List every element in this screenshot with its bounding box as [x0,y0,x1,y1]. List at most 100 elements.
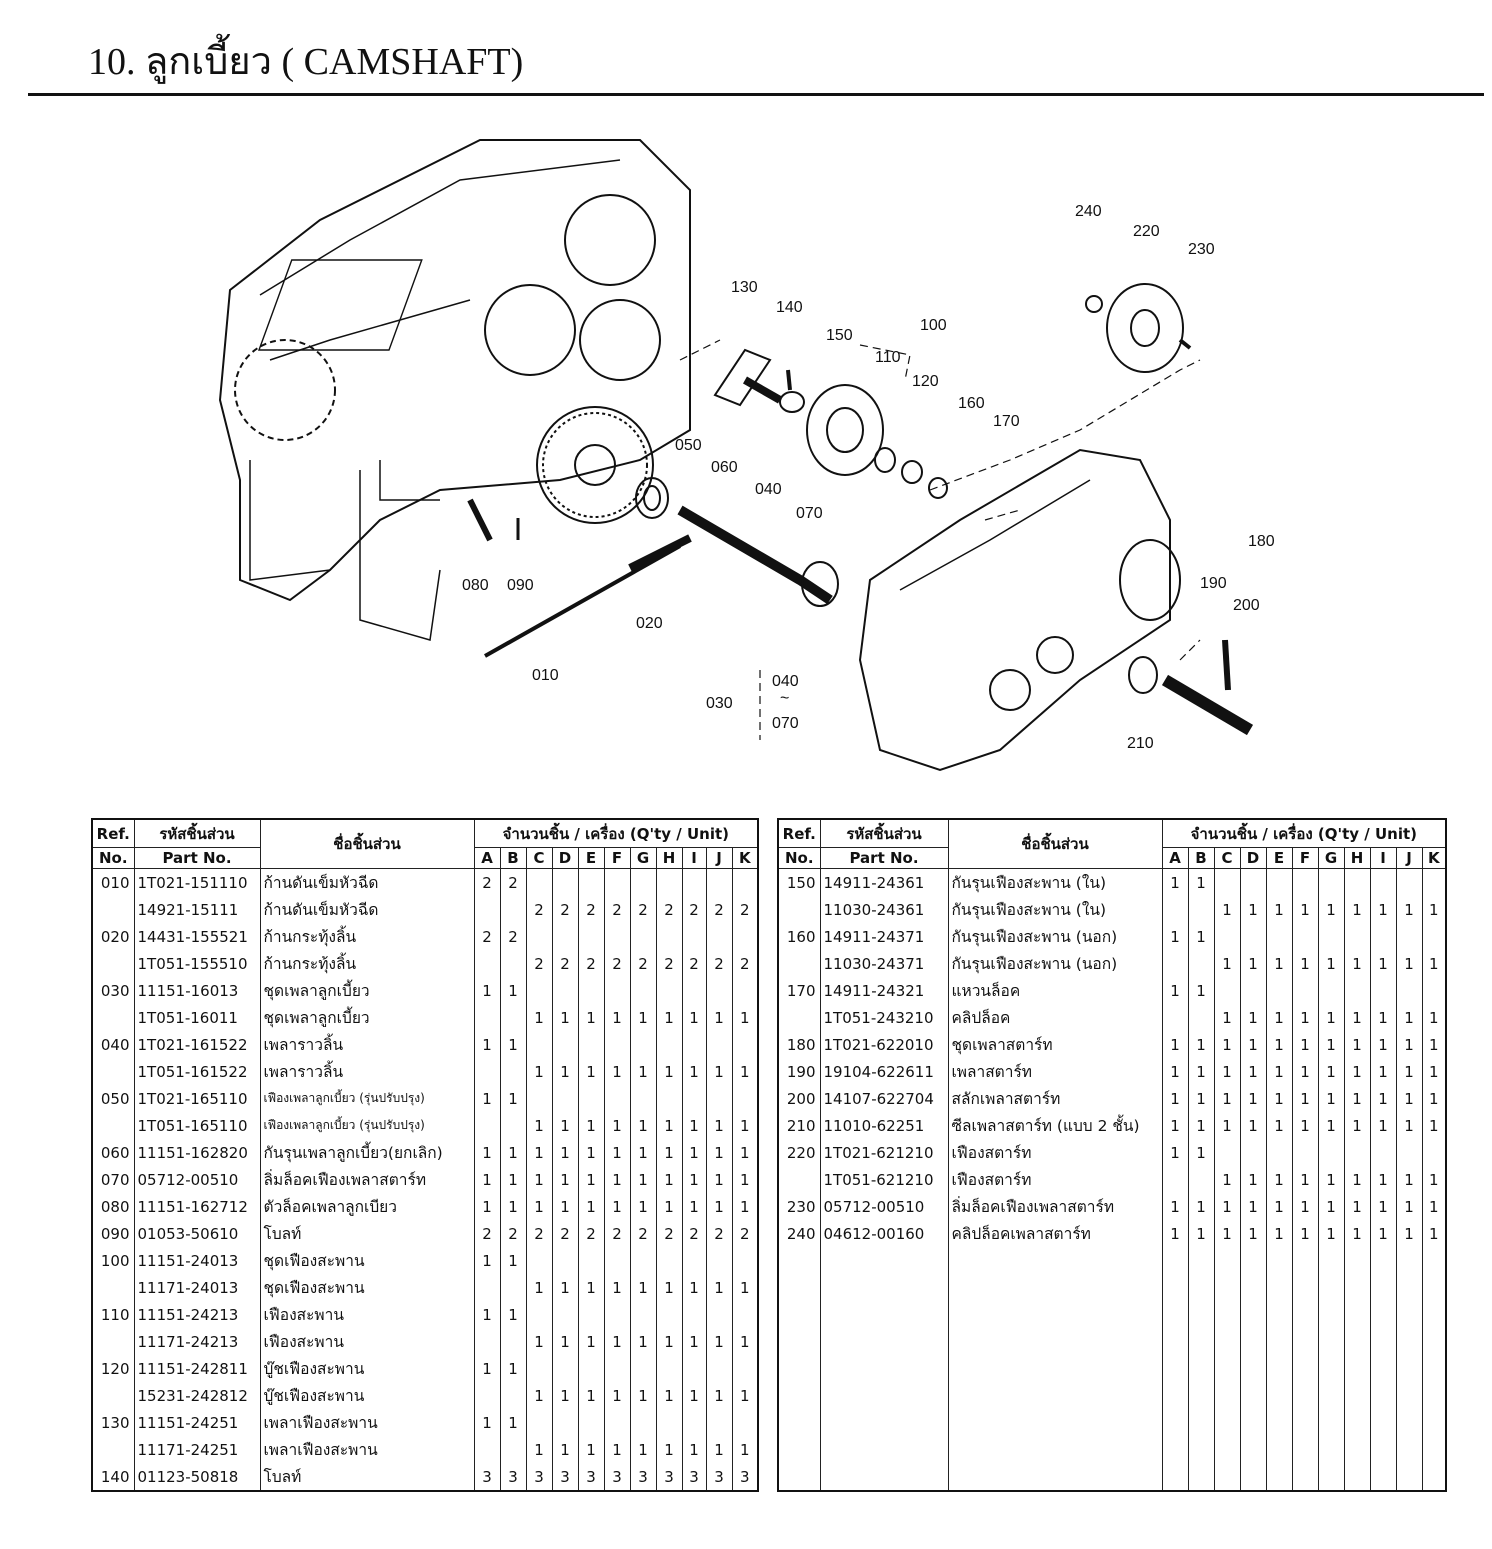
model-header: H [1343,847,1371,869]
exploded-diagram: 240 220 230 130 140 150 100 110 120 160 … [0,100,1492,800]
qty-cell: 1 [1317,1085,1345,1112]
qty-cell: 1 [473,1166,501,1193]
qty-cell [1265,1463,1293,1491]
qty-cell: 1 [603,1274,631,1301]
qty-cell [473,1004,501,1031]
ref-no-cell [777,896,821,923]
qty-cell: 1 [681,1382,707,1409]
qty-cell [1239,1301,1267,1328]
qty-cell: 1 [551,1112,579,1139]
qty-cell: 1 [473,1193,501,1220]
qty-cell: 2 [731,950,759,977]
qty-cell: 1 [1265,1193,1293,1220]
ref-no-cell: 120 [91,1355,135,1382]
qty-cell [525,1247,553,1274]
qty-cell: 1 [1213,1112,1241,1139]
qty-cell: 1 [655,1328,683,1355]
ref-no-header: No. [777,847,821,869]
ref-no-cell: 230 [777,1193,821,1220]
ref-no-cell [777,1301,821,1328]
qty-cell [551,1409,579,1436]
model-header: G [629,847,657,869]
qty-cell [525,1031,553,1058]
part-name-cell: กันรุนเฟืองสะพาน (นอก) [947,950,1163,977]
qty-cell: 1 [1317,1004,1345,1031]
qty-cell [551,1085,579,1112]
qty-cell [655,1301,683,1328]
qty-cell [525,1409,553,1436]
part-no-cell: 11151-24251 [133,1409,261,1436]
camshaft-gear-outline [536,406,654,524]
qty-cell: 1 [629,1274,657,1301]
callout-label: 100 [920,317,947,334]
qty-cell [1395,1301,1423,1328]
qty-cell [731,1409,759,1436]
qty-cell: 1 [499,1166,527,1193]
qty-cell [1187,896,1215,923]
qty-cell [1421,1139,1447,1166]
qty-cell: 1 [1369,1112,1397,1139]
qty-cell: 1 [1239,1031,1267,1058]
qty-cell: 1 [1343,896,1371,923]
qty-cell [1291,1409,1319,1436]
part-name-cell: กันรุนเฟืองสะพาน (นอก) [947,923,1163,950]
qty-cell: 1 [705,1166,733,1193]
qty-cell: 1 [1343,1085,1371,1112]
qty-cell [1421,923,1447,950]
callout-label: 060 [711,459,738,476]
qty-cell: 1 [629,1193,657,1220]
part-no-cell [819,1301,949,1328]
qty-cell [603,868,631,896]
qty-cell: 1 [655,1004,683,1031]
qty-cell: 1 [1291,1004,1319,1031]
qty-cell [1421,1382,1447,1409]
qty-cell: 1 [1187,1085,1215,1112]
qty-cell [603,1085,631,1112]
part-no-cell [819,1355,949,1382]
qty-cell: 1 [1369,1166,1397,1193]
qty-cell [1317,1409,1345,1436]
qty-cell: 1 [551,1436,579,1463]
qty-cell: 1 [499,1085,527,1112]
qty-cell: 1 [525,1328,553,1355]
qty-cell [681,1031,707,1058]
qty-cell [1161,1301,1189,1328]
part-name-cell [947,1247,1163,1274]
qty-cell: 1 [1213,1058,1241,1085]
part-no-cell: 11151-162820 [133,1139,261,1166]
qty-cell: 2 [499,923,527,950]
qty-cell [499,1112,527,1139]
qty-cell: 2 [629,1220,657,1247]
callout-label: 110 [875,349,901,366]
part-name-cell: ชุดเพลาสตาร์ท [947,1031,1163,1058]
qty-cell [525,868,553,896]
qty-cell: 2 [551,1220,579,1247]
qty-cell: 1 [1369,950,1397,977]
part-no-cell [819,1274,949,1301]
ref-header: Ref. [777,818,821,848]
qty-cell [655,1247,683,1274]
qty-cell [1291,1328,1319,1355]
empty-table-row [777,1436,1447,1463]
qty-cell [1421,868,1447,896]
qty-cell [1291,977,1319,1004]
qty-cell: 1 [629,1328,657,1355]
qty-cell [1369,1301,1397,1328]
model-header: J [705,847,733,869]
qty-cell: 1 [655,1166,683,1193]
qty-cell: 1 [1421,1004,1447,1031]
qty-cell [1265,1274,1293,1301]
qty-cell: 1 [1239,1220,1267,1247]
qty-cell: 1 [731,1382,759,1409]
qty-header: จำนวนชิ้น / เครื่อง (Q'ty / Unit) [473,818,759,848]
qty-cell [681,1301,707,1328]
qty-cell [1187,1355,1215,1382]
qty-cell [1291,1436,1319,1463]
qty-cell [1343,1409,1371,1436]
callout-label: 210 [1127,735,1154,752]
